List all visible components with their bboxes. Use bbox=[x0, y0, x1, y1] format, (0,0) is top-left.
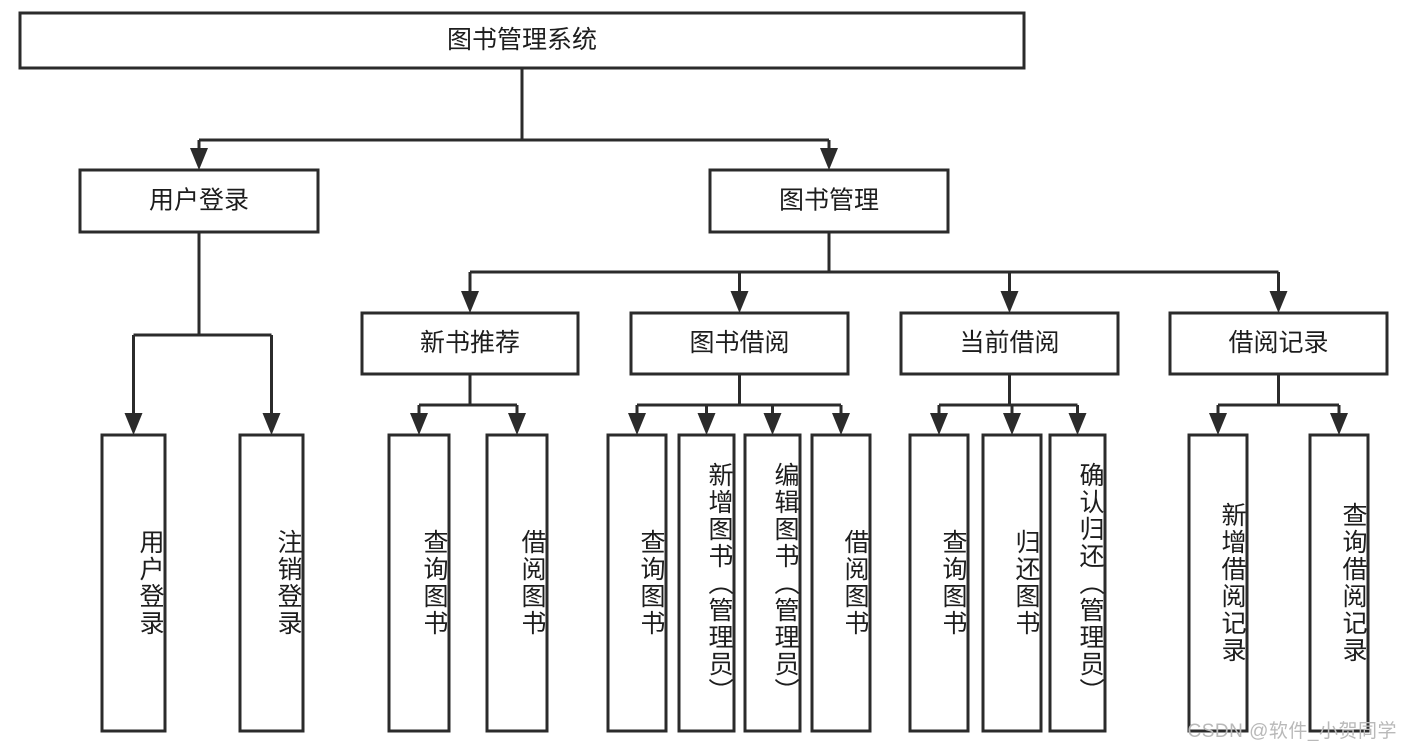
node-leaf-11[interactable] bbox=[1187, 433, 1249, 733]
node-leaf-12[interactable] bbox=[1308, 433, 1370, 733]
arrow-down-leaf-9 bbox=[1003, 413, 1021, 435]
node-level2-0-label: 用户登录 bbox=[149, 187, 249, 215]
node-leaf-4[interactable] bbox=[606, 433, 668, 733]
arrow-down-leaf-2 bbox=[410, 413, 428, 435]
node-leaf-10[interactable] bbox=[1048, 433, 1107, 733]
node-level3-0[interactable] bbox=[360, 311, 580, 376]
node-leaf-6[interactable] bbox=[743, 433, 802, 733]
node-leaf-3[interactable] bbox=[485, 433, 549, 733]
node-root[interactable] bbox=[18, 11, 1026, 70]
arrow-down-leaf-12 bbox=[1330, 413, 1348, 435]
node-leaf-0[interactable] bbox=[100, 433, 167, 733]
arrow-down-leaf-11 bbox=[1209, 413, 1227, 435]
arrow-down-leaf-3 bbox=[508, 413, 526, 435]
arrow-down-leaf-6 bbox=[763, 413, 782, 435]
arrow-down-leaf-7 bbox=[832, 413, 850, 435]
node-leaf-8[interactable] bbox=[908, 433, 970, 733]
node-root-label: 图书管理系统 bbox=[447, 26, 597, 54]
arrow-down-leaf-10 bbox=[1068, 413, 1087, 435]
node-level3-1-label: 图书借阅 bbox=[689, 329, 789, 357]
node-level2-0[interactable] bbox=[78, 168, 320, 234]
node-level3-2[interactable] bbox=[899, 311, 1120, 376]
node-leaf-2[interactable] bbox=[387, 433, 451, 733]
arrow-down-leaf-0 bbox=[124, 413, 143, 435]
node-level2-1[interactable] bbox=[708, 168, 950, 234]
node-level3-3[interactable] bbox=[1168, 311, 1389, 376]
node-leaf-5[interactable] bbox=[677, 433, 736, 733]
connector-layer bbox=[124, 68, 1348, 435]
node-leaf-7[interactable] bbox=[810, 433, 872, 733]
node-level3-2-label: 当前借阅 bbox=[959, 329, 1059, 357]
node-leaf-9[interactable] bbox=[981, 433, 1043, 733]
arrow-down-level2-1 bbox=[820, 148, 838, 170]
node-level3-3-label: 借阅记录 bbox=[1228, 329, 1328, 357]
arrow-down-level3-2 bbox=[1000, 291, 1019, 313]
node-level2-1-label: 图书管理 bbox=[779, 187, 879, 215]
node-level3-1[interactable] bbox=[629, 311, 850, 376]
arrow-down-level3-3 bbox=[1269, 291, 1288, 313]
node-level3-0-label: 新书推荐 bbox=[420, 329, 520, 357]
watermark-text: CSDN @软件_小贺同学 bbox=[1187, 721, 1397, 742]
node-box-layer bbox=[18, 11, 1389, 733]
arrow-down-leaf-1 bbox=[262, 413, 281, 435]
node-leaf-1[interactable] bbox=[238, 433, 305, 733]
arrow-down-leaf-8 bbox=[930, 413, 948, 435]
arrow-down-level2-0 bbox=[190, 148, 208, 170]
arrow-down-level3-1 bbox=[730, 291, 749, 313]
arrow-down-level3-0 bbox=[461, 291, 479, 313]
arrow-down-leaf-5 bbox=[697, 413, 716, 435]
arrow-down-leaf-4 bbox=[628, 413, 646, 435]
